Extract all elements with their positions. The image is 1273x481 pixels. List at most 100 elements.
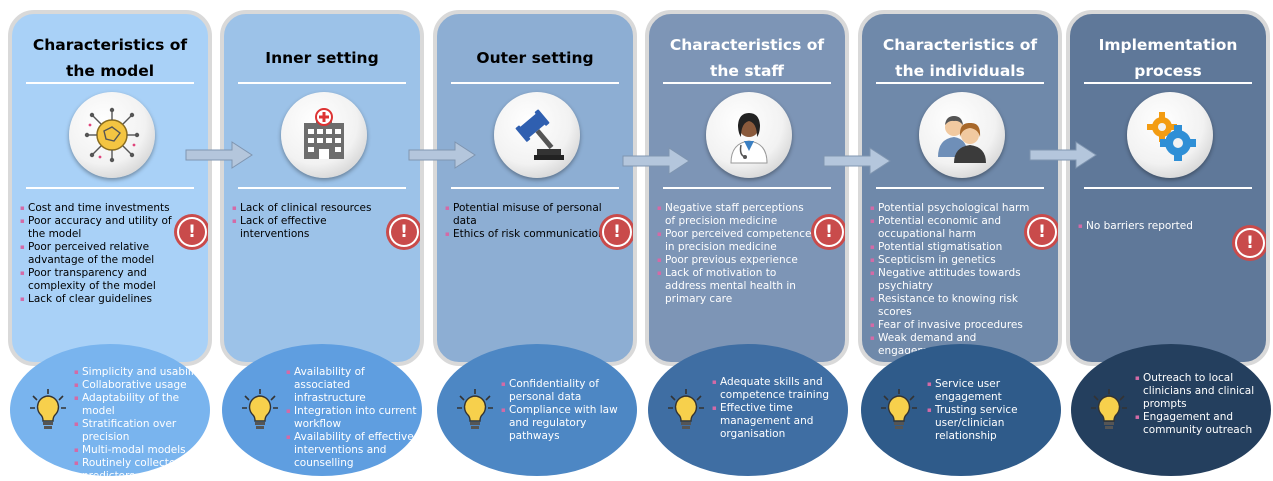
people-icon: [919, 92, 1005, 178]
barrier-item: Potential psychological harm: [870, 202, 1030, 215]
column-title: Inner setting: [265, 49, 379, 67]
alert-icon: !: [1235, 228, 1265, 258]
facilitator-list: Availability of associated infrastructur…: [286, 366, 422, 470]
facilitator-list: Simplicity and usability Collaborative u…: [74, 366, 210, 476]
facilitator-item: Multi-modal models: [74, 444, 210, 457]
lightbulb-icon: [242, 389, 278, 429]
divider: [238, 187, 406, 189]
divider: [238, 82, 406, 84]
facilitator-panel: Adequate skills and competence training …: [648, 344, 848, 476]
lightbulb-icon: [668, 389, 704, 429]
barrier-item: Fear of invasive procedures: [870, 319, 1030, 332]
barrier-list: Negative staff perceptions of precision …: [657, 202, 817, 306]
lightbulb-icon: [457, 389, 493, 429]
facilitator-list: Adequate skills and competence training …: [712, 376, 848, 441]
barrier-item: Lack of effective interventions: [232, 215, 392, 241]
barrier-item: Poor accuracy and utility of the model: [20, 215, 180, 241]
facilitator-item: Stratification over precision: [74, 418, 210, 444]
facilitator-list: Outreach to local clinicians and clinica…: [1135, 372, 1271, 437]
column-characteristics-of-model: Characteristics of the model Cost and ti…: [8, 10, 212, 366]
facilitator-item: Effective time management and organisati…: [712, 402, 848, 441]
barrier-item: Poor transparency and complexity of the …: [20, 267, 180, 293]
column-title: Characteristics of the individuals: [882, 36, 1038, 80]
barrier-list: No barriers reported: [1078, 220, 1238, 233]
facilitator-item: Availability of associated infrastructur…: [286, 366, 422, 405]
alert-icon: !: [1027, 217, 1057, 247]
lightbulb-icon: [881, 389, 917, 429]
ai-brain-network-icon: [69, 92, 155, 178]
divider: [451, 187, 619, 189]
barrier-item: No barriers reported: [1078, 220, 1238, 233]
column-characteristics-of-individuals: Characteristics of the individuals Poten…: [858, 10, 1062, 366]
alert-icon: !: [602, 217, 632, 247]
column-title: Characteristics of the staff: [669, 36, 825, 80]
barrier-item: Lack of motivation to address mental hea…: [657, 267, 817, 306]
column-title: Implementation process: [1098, 36, 1238, 80]
barrier-item: Resistance to knowing risk scores: [870, 293, 1030, 319]
facilitator-item: Collaborative usage: [74, 379, 210, 392]
column-title: Outer setting: [476, 49, 594, 67]
doctor-icon: [706, 92, 792, 178]
barrier-item: Lack of clear guidelines: [20, 293, 180, 306]
alert-icon: !: [389, 217, 419, 247]
column-title: Characteristics of the model: [32, 36, 188, 80]
facilitator-list: Service user engagement Trusting service…: [927, 378, 1061, 443]
facilitator-item: Integration into current workflow: [286, 405, 422, 431]
facilitator-item: Confidentiality of personal data: [501, 378, 637, 404]
alert-icon: !: [814, 217, 844, 247]
barrier-item: Cost and time investments: [20, 202, 180, 215]
barrier-list: Potential misuse of personal data Ethics…: [445, 202, 605, 241]
arrow-right-icon: [185, 141, 253, 169]
facilitator-item: Simplicity and usability: [74, 366, 210, 379]
arrow-right-icon: [622, 147, 690, 175]
facilitator-panel: Service user engagement Trusting service…: [861, 344, 1061, 476]
barrier-item: Scepticism in genetics: [870, 254, 1030, 267]
barrier-item: Poor perceived relative advantage of the…: [20, 241, 180, 267]
barrier-item: Negative staff perceptions of precision …: [657, 202, 817, 228]
divider: [1084, 82, 1252, 84]
lightbulb-icon: [30, 389, 66, 429]
barrier-item: Negative attitudes towards psychiatry: [870, 267, 1030, 293]
lightbulb-icon: [1091, 389, 1127, 429]
barrier-list: Potential psychological harm Potential e…: [870, 202, 1030, 358]
facilitator-item: Compliance with law and regulatory pathw…: [501, 404, 637, 443]
facilitator-panel: Confidentiality of personal data Complia…: [437, 344, 637, 476]
barrier-item: Potential economic and occupational harm: [870, 215, 1030, 241]
barrier-item: Poor perceived competence in precision m…: [657, 228, 817, 254]
barrier-item: Potential stigmatisation: [870, 241, 1030, 254]
barrier-item: Lack of clinical resources: [232, 202, 392, 215]
arrow-right-icon: [823, 147, 891, 175]
facilitator-item: Adequate skills and competence training: [712, 376, 848, 402]
column-implementation-process: Implementation process No barriers repor…: [1066, 10, 1270, 366]
divider: [876, 82, 1044, 84]
divider: [876, 187, 1044, 189]
facilitator-list: Confidentiality of personal data Complia…: [501, 378, 637, 443]
facilitator-item: Availability of effective interventions …: [286, 431, 422, 470]
facilitator-item: Adaptability of the model: [74, 392, 210, 418]
facilitator-item: Routinely collected predictors: [74, 457, 210, 476]
barrier-item: Potential misuse of personal data: [445, 202, 605, 228]
arrow-right-icon: [1029, 141, 1097, 169]
divider: [663, 187, 831, 189]
alert-icon: !: [177, 217, 207, 247]
facilitator-panel: Simplicity and usability Collaborative u…: [10, 344, 210, 476]
gavel-icon: [494, 92, 580, 178]
column-inner-setting: Inner setting Lack of clinical resources…: [220, 10, 424, 366]
facilitator-item: Trusting service user/clinician relation…: [927, 404, 1061, 443]
column-characteristics-of-staff: Characteristics of the staff Negative st…: [645, 10, 849, 366]
barrier-list: Cost and time investments Poor accuracy …: [20, 202, 180, 306]
arrow-right-icon: [408, 141, 476, 169]
divider: [1084, 187, 1252, 189]
gears-icon: [1127, 92, 1213, 178]
hospital-icon: [281, 92, 367, 178]
facilitator-panel: Availability of associated infrastructur…: [222, 344, 422, 476]
column-outer-setting: Outer setting Potential misuse of person…: [433, 10, 637, 366]
barrier-item: Ethics of risk communication: [445, 228, 605, 241]
facilitator-item: Service user engagement: [927, 378, 1061, 404]
facilitator-panel: Outreach to local clinicians and clinica…: [1071, 344, 1271, 476]
divider: [26, 187, 194, 189]
divider: [26, 82, 194, 84]
barrier-item: Poor previous experience: [657, 254, 817, 267]
divider: [663, 82, 831, 84]
facilitator-item: Outreach to local clinicians and clinica…: [1135, 372, 1271, 411]
